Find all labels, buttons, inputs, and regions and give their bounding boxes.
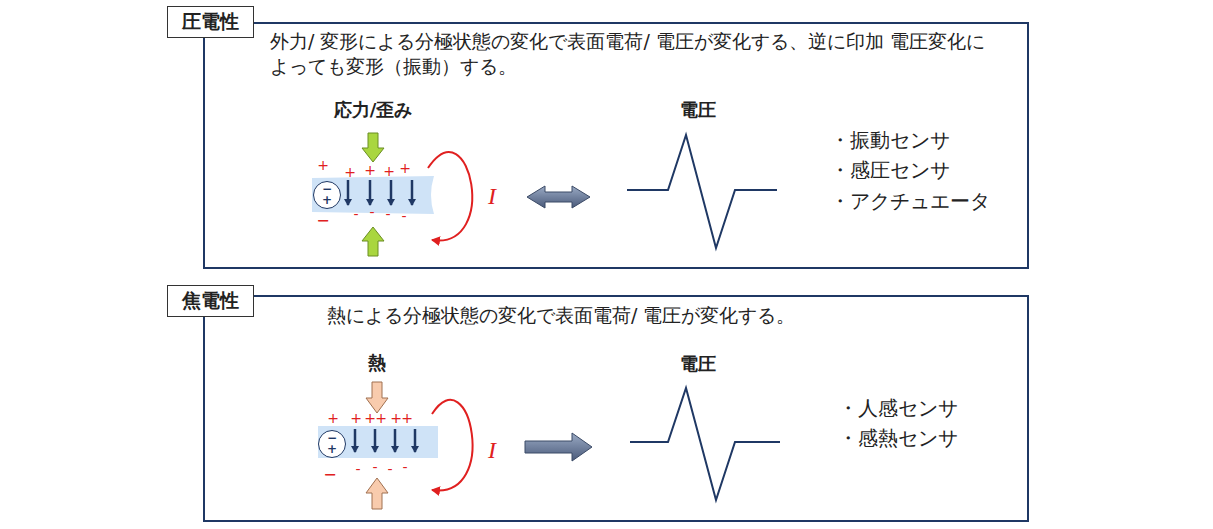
charge-sign: + [364, 411, 376, 425]
dipole-circle: −+ [318, 430, 346, 458]
charge-sign: - [402, 460, 407, 474]
current-loop [432, 400, 473, 491]
figure-label: 電圧 [680, 355, 716, 373]
charge-sign: - [369, 205, 374, 219]
dipole-circle: −+ [313, 181, 341, 209]
application-item: ・振動センサ [830, 130, 950, 150]
charge-sign: + [350, 411, 362, 425]
charge-sign: + [399, 161, 411, 175]
polarization-arrows [348, 180, 412, 205]
application-item: ・人感センサ [838, 398, 958, 418]
tab-title: 焦電性 [182, 289, 239, 311]
crystal-slab [318, 426, 438, 458]
heat-arrow [366, 478, 388, 509]
figure-label: 応力/歪み [334, 101, 413, 119]
charge-sign: - [353, 207, 358, 221]
section-tab: 焦電性 [167, 285, 254, 317]
voltage-waveform [630, 388, 780, 500]
current-symbol: I [488, 184, 496, 208]
current-symbol: I [488, 438, 496, 462]
double-arrow [527, 186, 590, 208]
current-loop [428, 152, 472, 240]
charge-sign: − [316, 213, 329, 229]
application-item: ・感圧センサ [830, 160, 950, 180]
voltage-waveform [627, 135, 777, 248]
charge-sign: − [323, 467, 336, 483]
force-arrow [362, 133, 384, 162]
charge-sign: - [387, 462, 392, 476]
charge-sign: + [344, 165, 356, 179]
charge-sign: + [390, 411, 402, 425]
description: 熱による分極状態の変化で表面電荷/ 電圧が変化する。 [327, 303, 1007, 328]
dipole-sign: − [327, 433, 337, 444]
charge-sign: + [375, 411, 387, 425]
dipole-sign: + [322, 195, 332, 206]
figure-label: 電圧 [680, 101, 716, 119]
charge-sign: - [385, 207, 390, 221]
charge-sign: + [383, 164, 395, 178]
charge-sign: + [401, 411, 413, 425]
section-tab: 圧電性 [167, 6, 254, 38]
charge-sign: + [327, 411, 339, 425]
application-item: ・アクチュエータ [830, 191, 990, 211]
charge-sign: - [355, 462, 360, 476]
figure-label: 熱 [368, 354, 386, 372]
right-arrow [525, 433, 592, 461]
tab-title: 圧電性 [182, 10, 239, 32]
application-item: ・感熱センサ [838, 428, 958, 448]
force-arrow [362, 227, 384, 256]
dipole-sign: − [322, 184, 332, 195]
pyro-figure [318, 382, 780, 509]
heat-arrow [366, 382, 388, 413]
piezo-figure [312, 133, 777, 256]
charge-sign: - [372, 460, 377, 474]
charge-sign: + [317, 158, 329, 172]
polarization-arrows [355, 429, 415, 452]
description: 外力/ 変形による分極状態の変化で表面電荷/ 電圧が変化する、逆に印加 電圧変化… [270, 29, 990, 78]
charge-sign: - [401, 209, 406, 223]
charge-sign: + [364, 163, 376, 177]
dipole-sign: + [327, 444, 337, 455]
